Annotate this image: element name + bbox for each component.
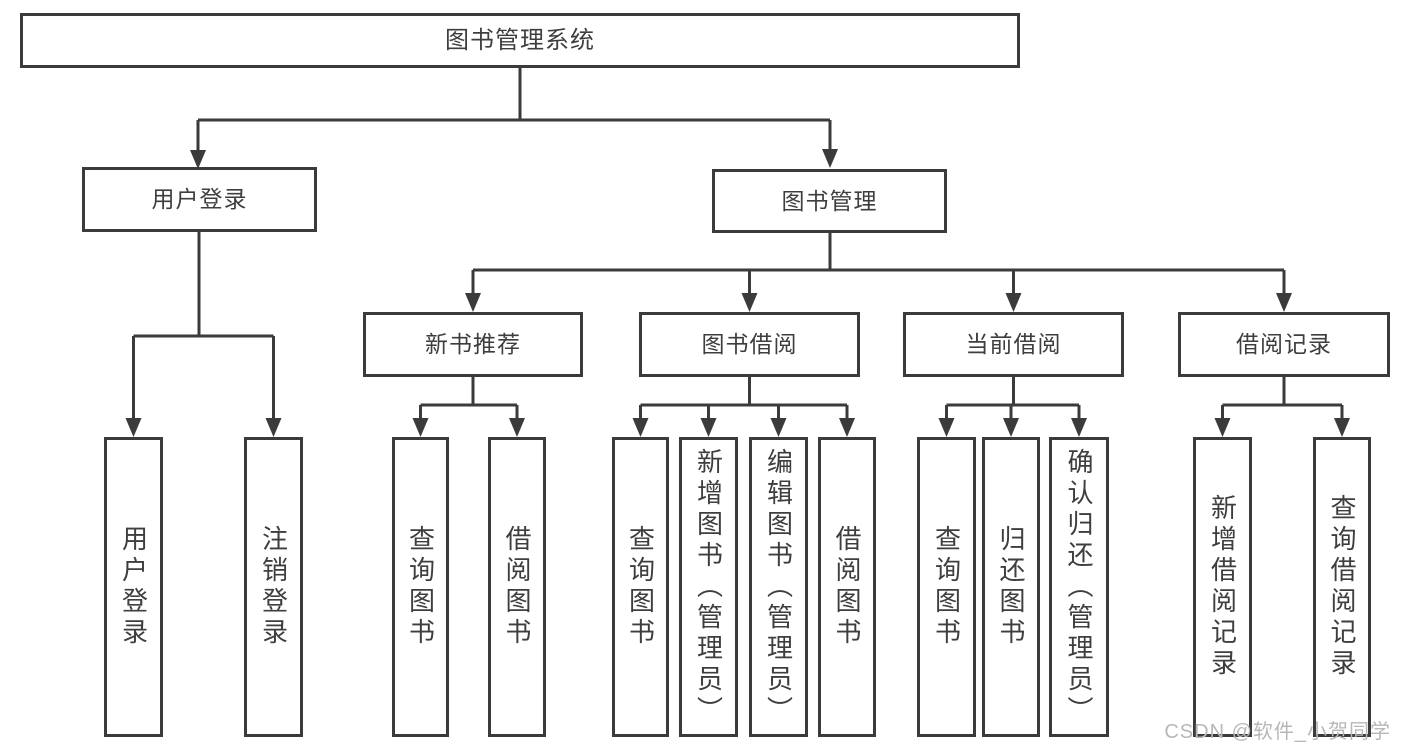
node-edit-book-admin: 编辑图书（管理员） — [749, 437, 808, 737]
node-book-borrowing-label: 图书借阅 — [701, 331, 798, 357]
node-root-label: 图书管理系统 — [445, 26, 595, 54]
node-current-borrowing-label: 当前借阅 — [965, 331, 1062, 357]
node-borrow-book-recommend: 借阅图书 — [488, 437, 546, 737]
node-query-book-current: 查询图书 — [917, 437, 976, 737]
node-add-book-admin-label: 新增图书（管理员） — [693, 447, 724, 727]
node-confirm-return-admin-label: 确认归还（管理员） — [1064, 447, 1094, 727]
node-query-book-borrowing: 查询图书 — [612, 437, 669, 737]
node-query-book-current-label: 查询图书 — [931, 525, 962, 649]
node-user-login-label: 用户登录 — [151, 186, 248, 212]
node-query-book-recommend: 查询图书 — [392, 437, 449, 737]
node-confirm-return-admin: 确认归还（管理员） — [1049, 437, 1109, 737]
node-query-borrow-record: 查询借阅记录 — [1313, 437, 1371, 737]
node-add-borrow-record: 新增借阅记录 — [1193, 437, 1252, 737]
node-user-login-leaf-label: 用户登录 — [118, 525, 149, 649]
node-user-login: 用户登录 — [82, 167, 317, 232]
node-user-login-leaf: 用户登录 — [104, 437, 163, 737]
node-query-borrow-record-label: 查询借阅记录 — [1327, 494, 1357, 680]
node-logout-label: 注销登录 — [258, 525, 289, 649]
node-query-book-recommend-label: 查询图书 — [405, 525, 436, 649]
node-add-borrow-record-label: 新增借阅记录 — [1207, 494, 1238, 680]
node-new-book-recommendation: 新书推荐 — [363, 312, 583, 377]
node-current-borrowing: 当前借阅 — [903, 312, 1124, 377]
node-borrow-book-recommend-label: 借阅图书 — [502, 525, 532, 649]
node-logout: 注销登录 — [244, 437, 303, 737]
node-book-management: 图书管理 — [712, 169, 947, 233]
node-root: 图书管理系统 — [20, 13, 1020, 68]
watermark: CSDN @软件_小贺同学 — [1164, 721, 1391, 743]
node-return-book-label: 归还图书 — [996, 525, 1026, 649]
node-borrowing-records-label: 借阅记录 — [1236, 331, 1332, 357]
node-new-book-recommendation-label: 新书推荐 — [425, 331, 521, 357]
node-query-book-borrowing-label: 查询图书 — [625, 525, 656, 649]
node-borrowing-records: 借阅记录 — [1178, 312, 1390, 377]
node-return-book: 归还图书 — [982, 437, 1040, 737]
node-borrow-book-borrowing: 借阅图书 — [818, 437, 876, 737]
node-add-book-admin: 新增图书（管理员） — [679, 437, 738, 737]
node-borrow-book-borrowing-label: 借阅图书 — [832, 525, 862, 649]
node-edit-book-admin-label: 编辑图书（管理员） — [763, 447, 794, 727]
node-book-management-label: 图书管理 — [781, 187, 878, 214]
node-book-borrowing: 图书借阅 — [639, 312, 860, 377]
